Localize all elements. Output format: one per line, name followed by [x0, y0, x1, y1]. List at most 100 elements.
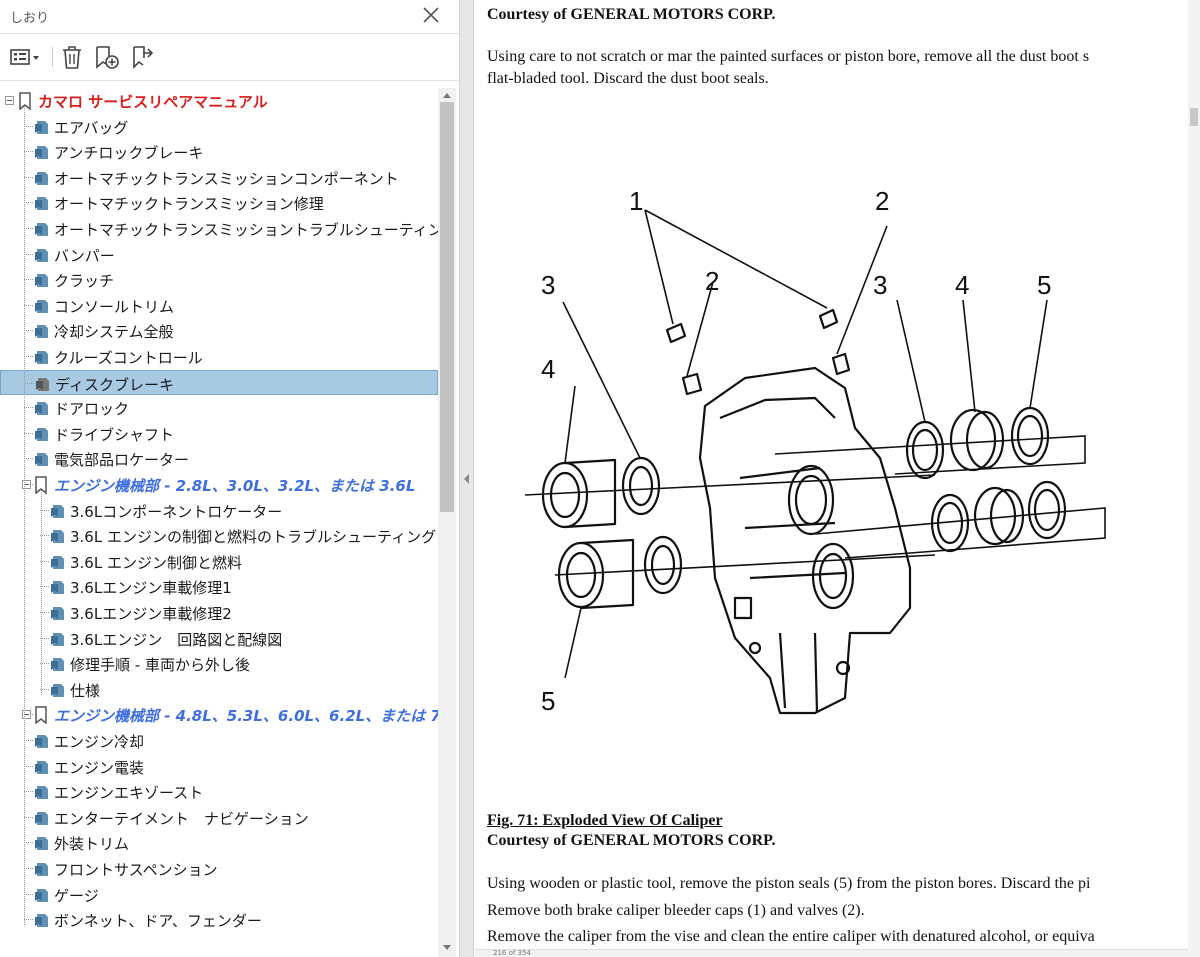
bookmark-label: 仕様 [70, 682, 101, 700]
bookmark-page-icon [51, 658, 64, 671]
bookmark-label: アンチロックブレーキ [54, 144, 204, 162]
bookmark-page-icon [35, 786, 48, 799]
bookmark-page-icon [51, 556, 64, 569]
tree-connector [24, 407, 33, 408]
bookmark-label: オートマチックトランスミッショントラブルシューティング [54, 221, 438, 239]
bookmark-item[interactable]: フロントサスペンション [0, 856, 438, 881]
tree-connector [24, 151, 33, 152]
bookmark-page-icon [51, 530, 64, 543]
bookmark-label: バンパー [54, 247, 115, 265]
paragraph-line: flat-bladed tool. Discard the dust boot … [487, 70, 769, 87]
close-icon[interactable] [420, 4, 442, 26]
bookmark-item[interactable]: バンパー [0, 242, 438, 267]
bookmark-item[interactable]: カマロ サービスリペアマニュアル [0, 88, 438, 113]
bookmark-page-icon [35, 300, 48, 313]
bookmark-item[interactable]: エンターテイメント ナビゲーション [0, 805, 438, 830]
delete-icon[interactable] [60, 44, 84, 70]
tree-connector [24, 254, 33, 255]
callout-labels: 1 2 2 3 3 4 4 5 5 [541, 186, 1051, 716]
tree-connector [24, 126, 33, 127]
callout-label: 3 [541, 270, 555, 300]
bookmark-item[interactable]: オートマチックトランスミッションコンポーネント [0, 165, 438, 190]
bookmark-item[interactable]: 3.6L エンジンの制御と燃料のトラブルシューティング [0, 523, 438, 548]
bookmark-item[interactable]: オートマチックトランスミッション修理 [0, 190, 438, 215]
bookmark-page-icon [35, 889, 48, 902]
new-bookmark-icon[interactable] [94, 44, 120, 70]
bookmark-page-icon [35, 197, 48, 210]
bookmark-item[interactable]: 仕様 [0, 677, 438, 702]
callout-label: 4 [955, 270, 969, 300]
bookmark-scrollbar[interactable] [438, 88, 456, 957]
bookmark-page-icon [35, 121, 48, 134]
tree-connector [24, 740, 33, 741]
bookmark-label: クラッチ [54, 272, 115, 290]
bookmark-label: 冷却システム全般 [54, 323, 174, 341]
bookmark-item[interactable]: 外装トリム [0, 830, 438, 855]
bookmark-label: ゲージ [54, 887, 99, 905]
scrollbar-thumb[interactable] [1190, 108, 1198, 126]
bookmark-item[interactable]: クラッチ [0, 267, 438, 292]
bookmark-label: エンジンエキゾースト [54, 784, 204, 802]
tree-connector [25, 383, 34, 384]
callout-label: 1 [629, 186, 643, 216]
scroll-down-icon[interactable] [442, 944, 452, 952]
bookmark-page-icon [51, 505, 64, 518]
bookmark-item[interactable]: 電気部品ロケーター [0, 446, 438, 471]
bookmark-item[interactable]: 3.6Lエンジン 回路図と配線図 [0, 626, 438, 651]
bookmark-ribbon-icon [19, 92, 31, 110]
bookmark-item[interactable]: オートマチックトランスミッショントラブルシューティング [0, 216, 438, 241]
bookmark-item[interactable]: エンジン機械部 - 4.8L、5.3L、6.0L、6.2L、または 7.0L [0, 702, 438, 727]
bookmark-item[interactable]: コンソールトリム [0, 293, 438, 318]
options-icon[interactable] [10, 44, 42, 70]
figure-caption: Fig. 71: Exploded View Of Caliper [487, 812, 723, 829]
bookmark-label: カマロ サービスリペアマニュアル [38, 93, 268, 111]
bookmark-item[interactable]: アンチロックブレーキ [0, 139, 438, 164]
callout-label: 5 [1037, 270, 1051, 300]
bookmark-item[interactable]: ドライブシャフト [0, 421, 438, 446]
collapse-pane-icon[interactable] [463, 473, 471, 485]
document-scrollbar[interactable] [1188, 0, 1200, 957]
courtesy-line: Courtesy of GENERAL MOTORS CORP. [487, 6, 776, 23]
bookmark-label: エンジン電装 [54, 759, 145, 777]
tree-connector [24, 842, 33, 843]
bookmark-item[interactable]: 3.6L エンジン制御と燃料 [0, 549, 438, 574]
pane-splitter[interactable] [460, 0, 474, 957]
tree-connector [24, 894, 33, 895]
bookmark-page-icon [51, 607, 64, 620]
bookmark-item[interactable]: 3.6Lコンポーネントロケーター [0, 498, 438, 523]
paragraph-line: Using care to not scratch or mar the pai… [487, 48, 1090, 65]
bookmark-page-icon [35, 428, 48, 441]
bookmark-item[interactable]: ドアロック [0, 395, 438, 420]
bookmark-label: エンジン機械部 - 4.8L、5.3L、6.0L、6.2L、または 7.0L [54, 707, 438, 725]
bookmark-item[interactable]: エンジン冷却 [0, 728, 438, 753]
bookmark-label: 3.6L エンジン制御と燃料 [70, 554, 242, 572]
bookmark-item[interactable]: エンジン電装 [0, 754, 438, 779]
collapse-toggle-icon[interactable] [5, 96, 14, 105]
bookmark-page-icon [51, 633, 64, 646]
bookmark-page-icon [35, 761, 48, 774]
status-bar: 216 of 354 [475, 949, 1188, 957]
bookmark-item[interactable]: ゲージ [0, 882, 438, 907]
bookmark-item[interactable]: 3.6Lエンジン車載修理2 [0, 600, 438, 625]
bookmark-item[interactable]: ボンネット、ドア、フェンダー [0, 907, 438, 932]
tree-guide [24, 106, 25, 925]
callout-label: 5 [541, 686, 555, 716]
bookmark-item[interactable]: クルーズコントロール [0, 344, 438, 369]
bookmark-item[interactable]: エンジンエキゾースト [0, 779, 438, 804]
bookmark-label: 3.6Lエンジン車載修理1 [70, 579, 232, 597]
scrollbar-thumb[interactable] [440, 102, 454, 512]
bookmark-label: 3.6Lエンジン 回路図と配線図 [70, 631, 283, 649]
page-indicator: 216 of 354 [493, 949, 531, 957]
expand-bookmark-icon[interactable] [128, 44, 154, 70]
bookmark-item[interactable]: エンジン機械部 - 2.8L、3.0L、3.2L、または 3.6L [0, 472, 438, 497]
bookmark-item[interactable]: ディスクブレーキ [0, 370, 438, 395]
scroll-up-icon[interactable] [442, 91, 452, 99]
bookmark-item[interactable]: エアバッグ [0, 114, 438, 139]
bookmark-item[interactable]: 冷却システム全般 [0, 318, 438, 343]
bookmark-label: オートマチックトランスミッション修理 [54, 195, 324, 213]
bookmark-label: 3.6Lコンポーネントロケーター [70, 503, 283, 521]
bookmark-item[interactable]: 3.6Lエンジン車載修理1 [0, 574, 438, 599]
tree-connector [40, 663, 49, 664]
bookmark-label: ドライブシャフト [54, 426, 175, 444]
bookmark-item[interactable]: 修理手順 - 車両から外し後 [0, 651, 438, 676]
